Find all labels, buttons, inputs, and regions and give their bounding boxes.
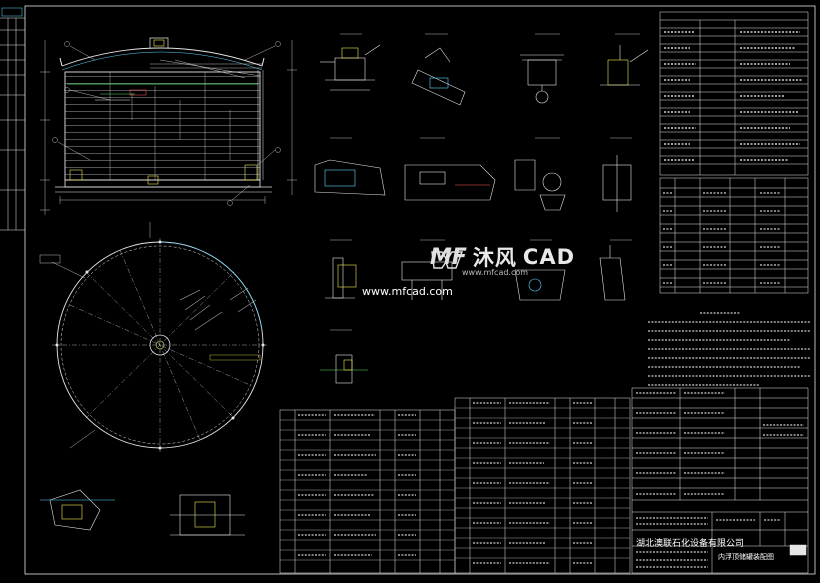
tank-elevation-view (40, 37, 297, 215)
parts-list-table (279, 397, 631, 574)
drawing-title: 内浮顶储罐装配图 (718, 553, 774, 561)
technical-notes (648, 312, 810, 386)
nozzle-table (659, 177, 809, 294)
left-revision-strip (0, 18, 25, 231)
watermark: MF 沐风 CAD www.mfcad.com (430, 242, 576, 278)
watermark-brand-en: CAD (522, 245, 576, 269)
title-block (631, 387, 809, 574)
watermark-url-small: www.mfcad.com (462, 268, 529, 277)
detail-views (40, 33, 649, 536)
tank-plan-view (39, 222, 268, 452)
design-spec-table (659, 11, 809, 176)
watermark-logo-text: MF (430, 244, 467, 270)
drawing-frame (24, 5, 816, 575)
watermark-brand-cn: 沐风 (472, 246, 517, 270)
company-name: 湖北澳联石化设备有限公司 (636, 539, 745, 549)
watermark-logo-mark (431, 251, 464, 269)
watermark-url: www.mfcad.com (362, 285, 453, 298)
